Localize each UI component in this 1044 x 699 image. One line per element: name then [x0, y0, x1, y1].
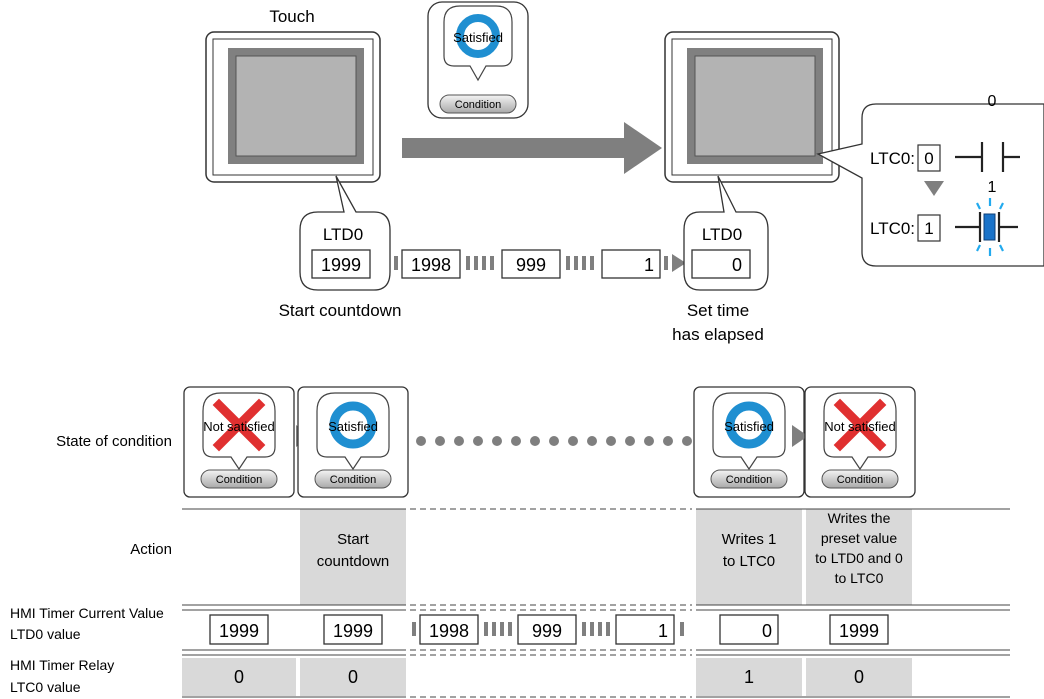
state-card-1: Not satisfied Condition [183, 386, 295, 498]
start-caption: Start countdown [279, 301, 402, 320]
state-label-4: Not satisfied [824, 419, 896, 434]
ltc0-value-row: 0 0 1 0 [234, 667, 864, 687]
condition-label-top: Condition [455, 99, 501, 111]
ltc0-after-value: 1 [924, 219, 933, 238]
countdown-value-1: 1 [644, 255, 654, 275]
state-change-arrow [924, 181, 944, 196]
countdown-value-999: 999 [516, 255, 546, 275]
ltd0-value-4: 999 [532, 621, 562, 641]
transition-arrow [402, 122, 662, 174]
ltc0-label-after: LTC0: [870, 219, 915, 238]
ltd0-value-5: 1 [658, 621, 668, 641]
satisfied-label-top: Satisfied [453, 30, 503, 45]
row-label-state: State of condition [56, 433, 172, 450]
row-label-relay-1: HMI Timer Relay [10, 657, 114, 673]
state-card-3: Satisfied Condition [693, 386, 805, 498]
contact-closed-icon [955, 198, 1018, 256]
touch-panel-left [205, 31, 381, 183]
action-preset-3: to LTD0 and 0 [815, 550, 903, 566]
ltd0-start-bubble: LTD0 1999 [299, 175, 391, 291]
action-preset-4: to LTC0 [835, 570, 884, 586]
ltd0-label-end: LTD0 [702, 225, 742, 244]
touch-label: Touch [269, 7, 314, 26]
row-label-relay-2: LTC0 value [10, 679, 81, 695]
row-label-current-2: LTD0 value [10, 626, 81, 642]
table-lines [182, 508, 1010, 698]
condition-label-2: Condition [330, 474, 376, 486]
state-card-2: Satisfied Condition [297, 386, 409, 498]
touch-panel-right [664, 31, 840, 183]
ltc0-callout: LTC0: 0 0 1 LTC0: 1 [816, 93, 1044, 267]
state-label-2: Satisfied [328, 419, 378, 434]
satisfied-circle-icon [456, 14, 500, 58]
time-dots [416, 436, 692, 446]
ltc0-value-1: 0 [234, 667, 244, 687]
ltd0-end-bubble: LTD0 0 [683, 175, 769, 291]
ltd0-value-3: 1998 [429, 621, 469, 641]
action-preset-2: preset value [821, 530, 897, 546]
elapsed-caption-line1: Set time [687, 301, 749, 320]
ltd0-start-value: 1999 [321, 255, 361, 275]
state-card-4: Not satisfied Condition [804, 386, 916, 498]
ltd0-label-start: LTD0 [323, 225, 363, 244]
state-arrow-2 [792, 425, 808, 447]
action-bg-writes1 [696, 509, 802, 605]
ltc0-value-3: 1 [744, 667, 754, 687]
action-bg-start [300, 509, 406, 605]
contact-open-icon [955, 142, 1020, 172]
action-bg-preset [806, 509, 912, 605]
ltd0-value-6: 0 [762, 621, 772, 641]
row-label-current-1: HMI Timer Current Value [10, 605, 164, 621]
condition-label-1: Condition [216, 474, 262, 486]
satisfied-callout-top: Satisfied Condition [427, 1, 529, 119]
state-label-3: Satisfied [724, 419, 774, 434]
contact-before-state: 0 [988, 93, 997, 110]
row-label-action: Action [130, 541, 172, 558]
ltc0-before-value: 0 [924, 149, 933, 168]
ltd0-value-7: 1999 [839, 621, 879, 641]
ltd0-value-2: 1999 [333, 621, 373, 641]
action-preset-1: Writes the [828, 510, 891, 526]
ltc0-label-before: LTC0: [870, 149, 915, 168]
countdown-value-1998: 1998 [411, 255, 451, 275]
action-writes1-1: Writes 1 [722, 531, 777, 548]
condition-label-4: Condition [837, 474, 883, 486]
ltd0-value-row: 1999 1999 1998 999 1 0 1999 [209, 614, 889, 645]
ltd0-value-1: 1999 [219, 621, 259, 641]
ltd0-end-value: 0 [732, 255, 742, 275]
condition-label-3: Condition [726, 474, 772, 486]
ltc0-value-2: 0 [348, 667, 358, 687]
elapsed-caption-line2: has elapsed [672, 325, 764, 344]
contact-after-state: 1 [988, 179, 997, 196]
countdown-row: 1998 999 1 [394, 249, 686, 279]
ltc0-value-4: 0 [854, 667, 864, 687]
state-label-1: Not satisfied [203, 419, 275, 434]
action-start-2: countdown [317, 553, 390, 570]
action-writes1-2: to LTC0 [723, 553, 775, 570]
action-start-1: Start [337, 531, 370, 548]
